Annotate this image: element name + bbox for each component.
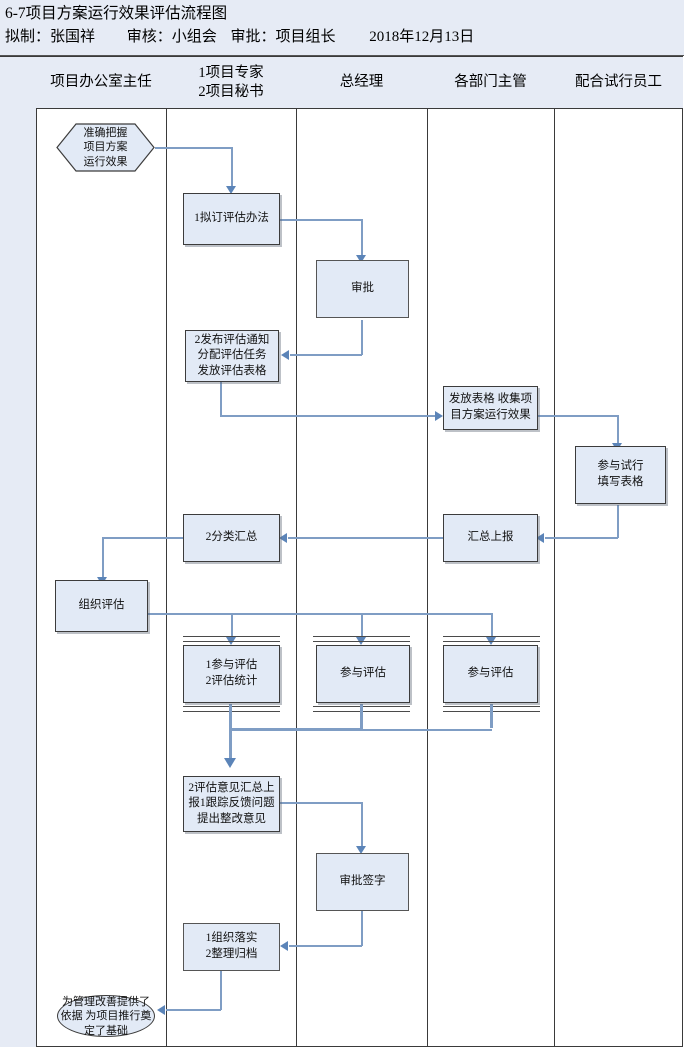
node-participate-evaluate-dept[interactable]: 参与评估 [443, 645, 538, 703]
arrowhead-to-end [157, 1005, 165, 1015]
node-summarize-opinions[interactable]: 2评估意见汇总上 报1跟踪反馈问题 提出整改意见 [183, 776, 280, 832]
connector-n14-end-v [220, 971, 222, 1010]
connector-n2-n3-v [361, 320, 363, 355]
node-distribute-collect-forms[interactable]: 发放表格 收集项 目方案运行效果 [443, 386, 538, 430]
node-approve-sign[interactable]: 审批签字 [316, 853, 409, 911]
node-organize-evaluation[interactable]: 组织评估 [55, 580, 148, 632]
node-participate-evaluate-gm[interactable]: 参与评估 [316, 645, 410, 703]
lane-divider-3 [427, 57, 428, 1047]
lane-header-general-manager: 总经理 [296, 57, 427, 109]
arrowhead-to-n6 [279, 533, 287, 543]
connector-n6-n8-h [103, 537, 183, 539]
connector-join-v-1 [229, 704, 232, 762]
connector-n3-n4-v [220, 381, 222, 416]
arrowhead-to-n3 [281, 350, 289, 360]
chart-date: 2018年12月13日 [369, 29, 475, 45]
connector-n12-n13-v [361, 802, 363, 848]
start-label: 准确把握 项目方案 运行效果 [83, 127, 128, 168]
node-draft-evaluation-method[interactable]: 1拟订评估办法 [183, 193, 280, 245]
node-implement-archive[interactable]: 1组织落实 2整理归档 [183, 923, 280, 971]
chart-meta-row: 拟制：张国祥 审核：小组会 审批：项目组长 2018年12月13日 [5, 25, 474, 46]
connector-n13-n14-v [361, 911, 363, 946]
page-title: 6-7项目方案运行效果评估流程图 [5, 5, 228, 22]
connector-n5-n7-h [545, 537, 618, 539]
connector-n6-n8-v [102, 537, 104, 579]
end-terminator [57, 995, 155, 1037]
lane-divider-1 [166, 57, 167, 1047]
arrowhead-to-n1 [226, 186, 236, 194]
connector-n4-n5-h [537, 415, 619, 417]
sync-bar-top-1 [183, 636, 280, 642]
arrowhead-to-n7 [536, 533, 544, 543]
lane-divider-0 [36, 57, 37, 1047]
connector-fork-v-2 [361, 613, 363, 641]
connector-n1-n2-v [361, 219, 363, 257]
node-approval[interactable]: 审批 [316, 260, 409, 318]
node-classify-summary[interactable]: 2分类汇总 [183, 514, 280, 562]
node-summary-report[interactable]: 汇总上报 [443, 514, 538, 562]
lane-header-experts: 1项目专家 2项目秘书 [166, 57, 296, 109]
sync-bar-top-3 [443, 636, 540, 642]
lane-header-dept-heads: 各部门主管 [427, 57, 554, 109]
connector-fork-v-3 [491, 613, 493, 641]
start-terminator: 准确把握 项目方案 运行效果 [56, 123, 155, 172]
connector-join-h-b [360, 729, 492, 731]
connector-n4-n5-v [617, 415, 619, 445]
node-publish-notice[interactable]: 2发布评估通知 分配评估任务 发放评估表格 [185, 330, 279, 382]
chart-header: 6-7项目方案运行效果评估流程图 拟制：张国祥 审核：小组会 审批：项目组长 2… [0, 0, 684, 56]
connector-n7-n6-h [288, 537, 445, 539]
connector-n3-n4-h [220, 415, 437, 417]
lane-divider-4 [554, 57, 555, 1047]
node-participate-fill-forms[interactable]: 参与试行 填写表格 [575, 446, 666, 504]
connector-start-n1-v [231, 147, 233, 188]
end-label: 为管理改善提供了 依据 为项目推行奠 定了基础 [60, 996, 152, 1037]
lane-header-trial-staff: 配合试行员工 [554, 57, 683, 109]
arrowhead-to-n12 [224, 758, 236, 768]
prepared-by-label: 拟制：张国祥 [5, 29, 96, 45]
arrowhead-to-n4 [435, 411, 443, 421]
arrowhead-to-n2 [356, 255, 366, 263]
left-margin-strip [0, 57, 36, 1047]
connector-join-v-2 [360, 704, 363, 731]
node-participate-evaluate-stats[interactable]: 1参与评估 2评估统计 [183, 645, 280, 703]
connector-fork-v-1 [231, 613, 233, 641]
connector-join-v-3 [490, 704, 493, 728]
arrowhead-to-n14 [280, 941, 288, 951]
lane-divider-2 [296, 57, 297, 1047]
connector-n13-n14-h [289, 945, 362, 947]
arrowhead-to-n13 [356, 846, 366, 854]
connector-n5-n7-v [617, 505, 619, 538]
connector-n12-n13-h [280, 802, 362, 804]
connector-n2-n3-h [290, 354, 362, 356]
connector-n14-end-h [166, 1009, 221, 1011]
sync-bar-top-2 [313, 636, 410, 642]
hexagon-shape [56, 123, 155, 172]
approved-by-label: 审批：项目组长 [230, 29, 336, 45]
connector-n1-n2-h [280, 219, 362, 221]
connector-n8-fork-h [148, 613, 493, 615]
connector-start-n1-h [155, 147, 233, 149]
reviewed-by-label: 审核：小组会 [126, 29, 217, 45]
lane-header-project-office: 项目办公室主任 [36, 57, 166, 109]
connector-join-h-a [230, 728, 362, 731]
